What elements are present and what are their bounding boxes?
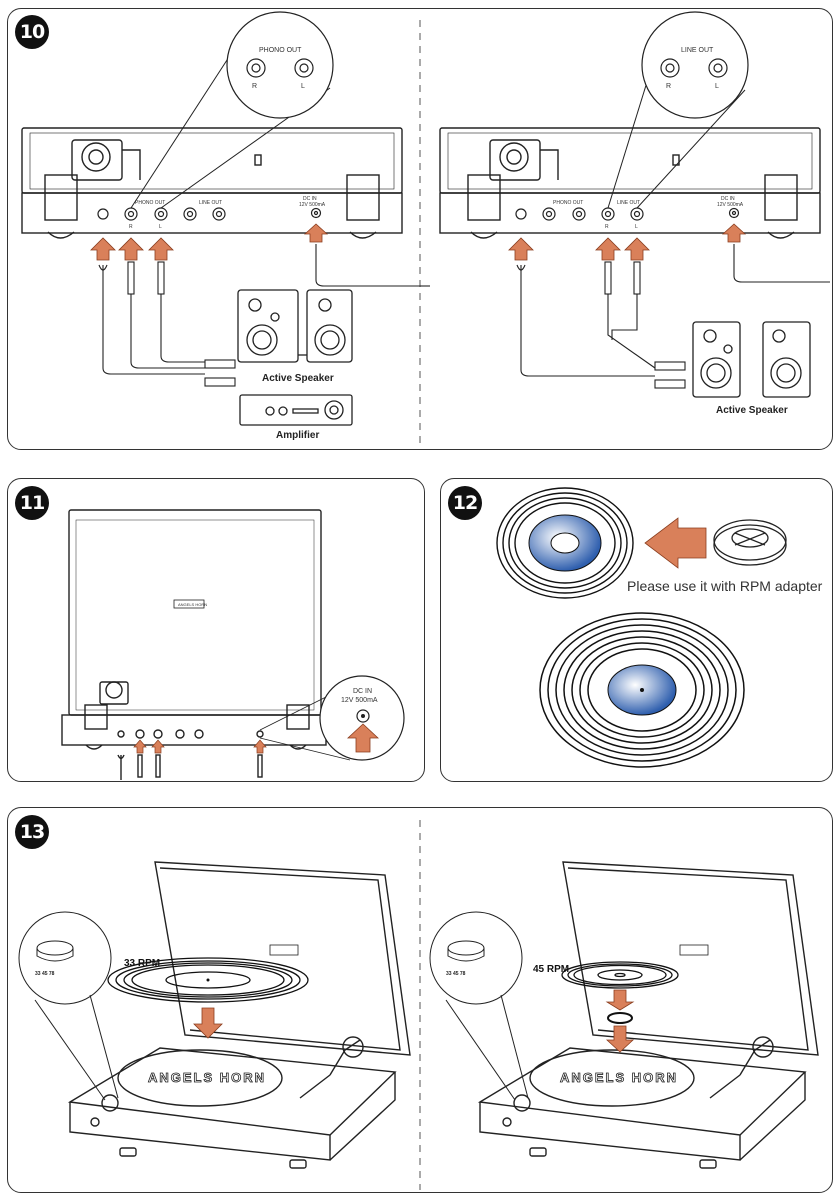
callout-phono-out xyxy=(226,11,334,119)
speaker-label-right: Active Speaker xyxy=(716,405,788,416)
svg-text:33 45 78: 33 45 78 xyxy=(35,971,55,977)
panel-phono-label-r: PHONO OUT xyxy=(553,200,583,206)
dc-in-title: DC IN xyxy=(353,688,372,695)
amplifier-label: Amplifier xyxy=(276,430,319,441)
rpm-adapter-caption: Please use it with RPM adapter xyxy=(627,578,823,594)
step-10-badge: 10 xyxy=(15,15,49,49)
cables-left xyxy=(98,244,420,387)
large-record-33 xyxy=(539,612,745,768)
callout-l-right: L xyxy=(715,83,719,90)
speaker-label-left: Active Speaker xyxy=(262,373,334,384)
turntable-right-13 xyxy=(477,861,819,1169)
panel-dc-label-r: DC IN xyxy=(721,196,735,202)
cables-right xyxy=(420,244,830,389)
svg-text:33 45 78: 33 45 78 xyxy=(446,971,466,977)
turntable-left-13 xyxy=(67,861,411,1169)
panel-dc-spec-r: 12V 500mA xyxy=(717,202,744,208)
step-10-diagram: PHONO OUT LINE OUT DC IN 12V 500mA R L P… xyxy=(21,11,830,445)
panel-phono-label: PHONO OUT xyxy=(135,200,165,206)
speed-knob-callout-right xyxy=(429,911,529,1101)
jack-r-label-r: R xyxy=(605,224,609,230)
jack-l-label: L xyxy=(159,224,162,230)
callout-r-right: R xyxy=(666,83,671,90)
dc-in-spec: 12V 500mA xyxy=(341,697,378,704)
small-record-45 xyxy=(496,487,634,599)
turntable-rear-right xyxy=(439,127,821,239)
record-45-right xyxy=(561,961,679,989)
speakers-left xyxy=(237,289,353,363)
speed-knob-callout-left xyxy=(18,911,119,1101)
callout-line-out xyxy=(641,11,749,119)
rpm-adapter-icon xyxy=(713,519,787,566)
panel-line-label-r: LINE OUT xyxy=(617,200,640,206)
jack-r-label: R xyxy=(129,224,133,230)
turntable-rear-left xyxy=(21,127,403,239)
callout-line-title: LINE OUT xyxy=(681,47,714,54)
panel-line-label: LINE OUT xyxy=(199,200,222,206)
rpm-45-label: 45 RPM xyxy=(533,964,569,975)
amplifier xyxy=(239,394,353,426)
panel-dc-label: DC IN xyxy=(303,196,317,202)
platter-text-right: ANGELS HORN xyxy=(560,1070,678,1085)
rpm-33-label: 33 RPM xyxy=(124,958,160,969)
arrows-right xyxy=(508,223,747,261)
speakers-right xyxy=(692,321,811,398)
callout-l: L xyxy=(301,83,305,90)
step-11-badge: 11 xyxy=(15,486,49,520)
rear-jacks-left xyxy=(97,207,322,221)
jack-l-label-r: L xyxy=(635,224,638,230)
panel-dc-spec: 12V 500mA xyxy=(299,202,326,208)
callout-phono-title: PHONO OUT xyxy=(259,47,302,54)
callout-dc-in xyxy=(319,675,405,761)
arrows-left xyxy=(90,223,329,261)
step-13-badge: 13 xyxy=(15,815,49,849)
platter-text-left: ANGELS HORN xyxy=(148,1070,266,1085)
svg-text:ANGELS HORN: ANGELS HORN xyxy=(178,602,207,607)
arrow-left xyxy=(644,517,707,569)
callout-r: R xyxy=(252,83,257,90)
record-33-left xyxy=(107,957,309,1003)
step-12-badge: 12 xyxy=(448,486,482,520)
